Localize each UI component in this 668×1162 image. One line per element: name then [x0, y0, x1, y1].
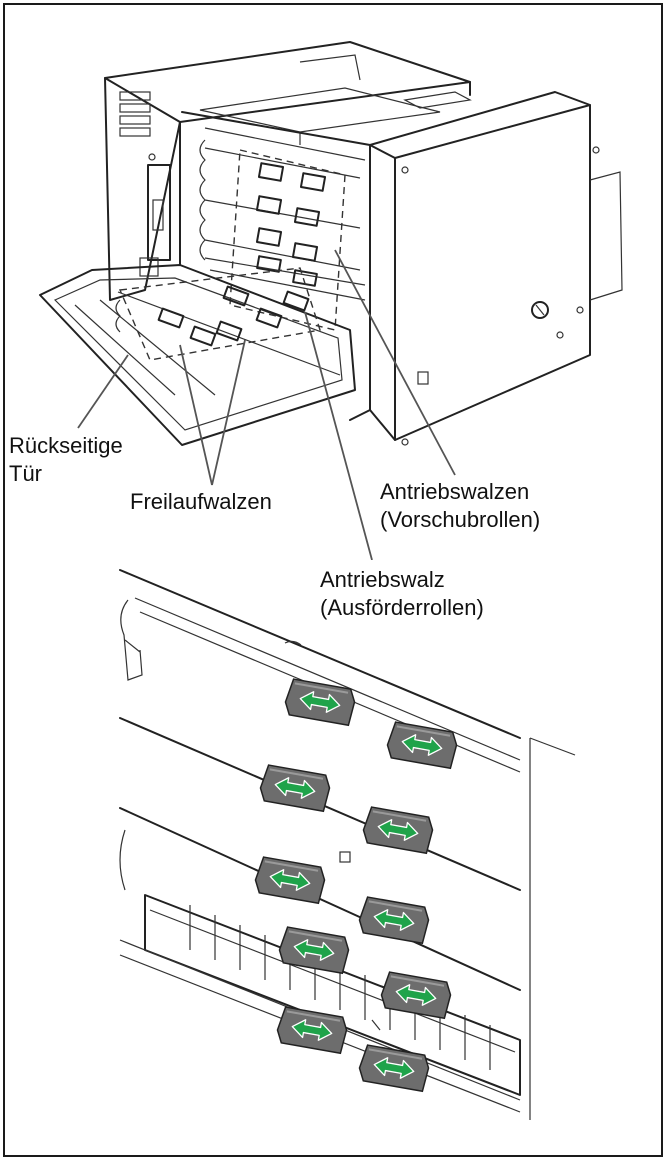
label-drive-rollers-2: (Vorschubrollen) [380, 507, 541, 532]
idle-rollers [157, 285, 310, 347]
scanner-illustration [39, 41, 623, 560]
label-rear-door-2: Tür [9, 461, 42, 486]
label-drive-roller-out-1: Antriebswalz [320, 567, 445, 592]
rear-door [39, 264, 356, 446]
feed-rollers [255, 162, 327, 287]
label-drive-roller-out-2: (Ausförderrollen) [320, 595, 484, 620]
label-idle-rollers: Freilaufwalzen [130, 489, 272, 514]
scanner-body [104, 41, 623, 446]
label-rear-door-1: Rückseitige [9, 433, 123, 458]
label-drive-rollers-1: Antriebswalzen [380, 479, 530, 504]
vent-grille [119, 91, 151, 137]
leader-lines [77, 249, 456, 560]
